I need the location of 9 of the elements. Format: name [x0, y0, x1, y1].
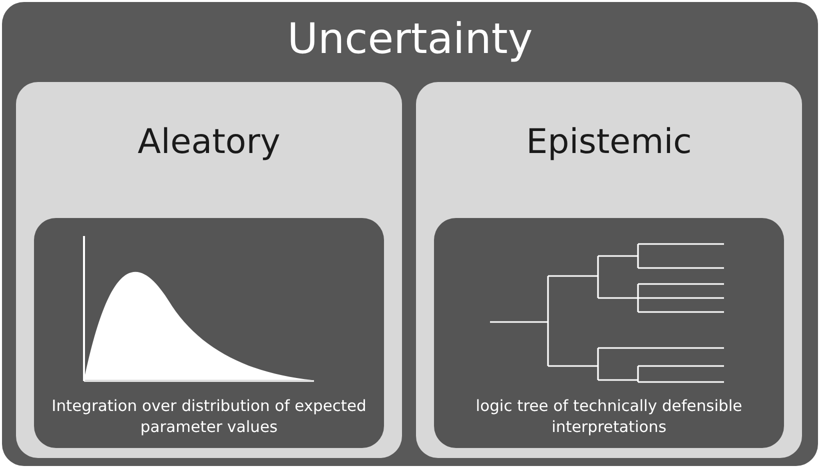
card-caption: logic tree of technically defensible interpretations [474, 396, 744, 438]
category-panel [416, 82, 802, 458]
illustration-card [434, 218, 784, 448]
panel-heading: Aleatory [136, 122, 282, 162]
card-caption: Integration over distribution of expected parameter values [50, 396, 368, 438]
panel-title: Uncertainty [286, 14, 534, 63]
panel-heading: Epistemic [525, 122, 693, 162]
category-panel [16, 82, 402, 458]
illustration-card [34, 218, 384, 448]
